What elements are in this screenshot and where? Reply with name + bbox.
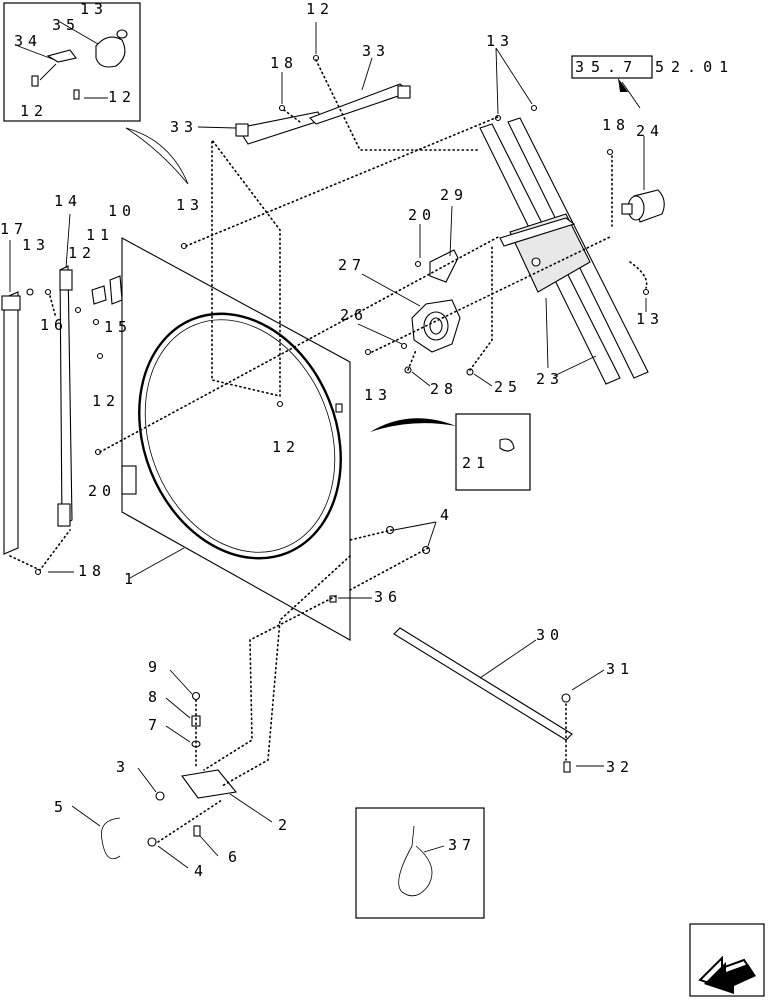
label-4: 4 bbox=[194, 862, 208, 880]
side-strip-14 bbox=[59, 265, 73, 527]
label-21: 21 bbox=[462, 454, 490, 472]
rod-30 bbox=[393, 627, 573, 741]
bracket-11 bbox=[91, 285, 107, 305]
motor-24 bbox=[621, 189, 665, 223]
label-12: 12 bbox=[272, 438, 300, 456]
upper-shroud-33-b bbox=[309, 83, 412, 125]
label-13: 13 bbox=[22, 236, 50, 254]
bracket-2 bbox=[181, 769, 238, 799]
label-35: 35 bbox=[52, 16, 80, 34]
label-31: 31 bbox=[606, 660, 634, 678]
bolt-12-inset-a bbox=[31, 75, 39, 87]
label-13: 13 bbox=[80, 0, 108, 18]
label-34: 34 bbox=[14, 32, 42, 50]
label-20: 20 bbox=[88, 482, 116, 500]
label-7: 7 bbox=[148, 716, 162, 734]
label-27: 27 bbox=[338, 256, 366, 274]
side-seal-17 bbox=[3, 291, 19, 555]
return-arrow-icon[interactable] bbox=[689, 923, 765, 997]
label-18: 18 bbox=[78, 562, 106, 580]
label-13: 13 bbox=[364, 386, 392, 404]
inset-pointer-top bbox=[125, 127, 189, 185]
label-24: 24 bbox=[636, 122, 664, 140]
reference-tail[interactable]: 52.01 bbox=[655, 58, 735, 76]
upper-shroud-33-a bbox=[237, 111, 323, 145]
label-15: 15 bbox=[104, 318, 132, 336]
label-33: 33 bbox=[170, 118, 198, 136]
bolt-18-top bbox=[278, 104, 286, 112]
label-36: 36 bbox=[374, 588, 402, 606]
bearing-hub-27 bbox=[411, 299, 461, 353]
label-37: 37 bbox=[448, 836, 476, 854]
label-29: 29 bbox=[440, 186, 468, 204]
reference-box[interactable] bbox=[571, 55, 653, 79]
label-18: 18 bbox=[602, 116, 630, 134]
label-13: 13 bbox=[176, 196, 204, 214]
label-16: 16 bbox=[40, 316, 68, 334]
label-12: 12 bbox=[92, 392, 120, 410]
u-bolt-5 bbox=[101, 817, 121, 860]
label-6: 6 bbox=[228, 848, 242, 866]
label-17: 17 bbox=[0, 220, 28, 238]
shroud-panel-1 bbox=[121, 237, 351, 641]
label-12: 12 bbox=[306, 0, 334, 18]
inset-box-top-left bbox=[3, 2, 141, 122]
label-13: 13 bbox=[486, 32, 514, 50]
label-23: 23 bbox=[536, 370, 564, 388]
label-13: 13 bbox=[636, 310, 664, 328]
label-14: 14 bbox=[54, 192, 82, 210]
reference-boxed[interactable]: 35.7 bbox=[575, 58, 639, 76]
label-18: 18 bbox=[270, 54, 298, 72]
bolt-12-inset-b bbox=[73, 89, 80, 100]
label-33: 33 bbox=[362, 42, 390, 60]
clamp-35 bbox=[95, 36, 126, 68]
callout-labels: 13 35 34 12 12 12 18 33 33 13 35.7 52.01… bbox=[0, 0, 735, 880]
inset-box-21 bbox=[455, 413, 531, 491]
label-4: 4 bbox=[440, 506, 454, 524]
label-9: 9 bbox=[148, 658, 162, 676]
label-11: 11 bbox=[86, 226, 114, 244]
inset-box-37 bbox=[355, 807, 485, 919]
label-28: 28 bbox=[430, 380, 458, 398]
label-1: 1 bbox=[124, 570, 138, 588]
label-8: 8 bbox=[148, 688, 162, 706]
label-10: 10 bbox=[108, 202, 136, 220]
label-3: 3 bbox=[116, 758, 130, 776]
label-12: 12 bbox=[20, 102, 48, 120]
label-25: 25 bbox=[494, 378, 522, 396]
label-20: 20 bbox=[408, 206, 436, 224]
nut-13-inset bbox=[116, 29, 128, 39]
bracket-20 bbox=[121, 465, 137, 495]
label-30: 30 bbox=[536, 626, 564, 644]
label-12: 12 bbox=[108, 88, 136, 106]
strap-37 bbox=[398, 825, 433, 897]
bracket-10 bbox=[109, 275, 123, 305]
label-26: 26 bbox=[340, 306, 368, 324]
label-12: 12 bbox=[68, 244, 96, 262]
bracket-34 bbox=[46, 49, 77, 63]
label-5: 5 bbox=[54, 798, 68, 816]
label-2: 2 bbox=[278, 816, 292, 834]
inset-pointer-21 bbox=[370, 418, 456, 432]
label-32: 32 bbox=[606, 758, 634, 776]
